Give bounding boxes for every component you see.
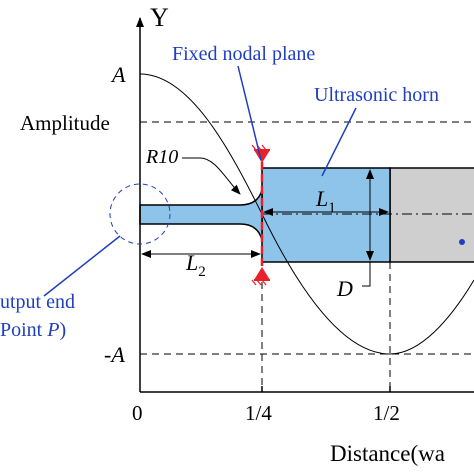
x-tick-0: 0	[132, 401, 143, 425]
y-tick-amplitude: Amplitude	[20, 111, 110, 135]
ultrasonic-horn-label: Ultrasonic horn	[314, 84, 439, 106]
horn-body	[261, 167, 391, 263]
output-rod	[139, 189, 263, 241]
y-tick-a: A	[110, 62, 126, 87]
l1-label: L1	[315, 186, 336, 216]
fixed-nodal-leader	[237, 65, 262, 161]
y-tick-neg-a: -A	[104, 342, 125, 367]
ultrasonic-horn-leader	[321, 107, 357, 177]
gray-section	[389, 167, 474, 263]
x-axis-label: Distance(wa	[330, 441, 445, 466]
x-tick-half: 1/2	[373, 401, 400, 425]
y-axis-label: Y	[150, 3, 169, 32]
output-end-circle	[109, 183, 171, 245]
r10-label: R10	[145, 146, 178, 168]
fixed-nodal-marker	[251, 144, 270, 286]
fixed-nodal-plane-label: Fixed nodal plane	[172, 43, 315, 65]
r10-leader	[182, 157, 241, 195]
point-p-dot	[459, 239, 465, 245]
d-label: D	[336, 276, 353, 301]
l2-label: L2	[185, 250, 206, 280]
x-tick-quarter: 1/4	[245, 401, 272, 425]
amplitude-curve	[139, 73, 474, 355]
output-end-label-line1: utput end	[0, 291, 75, 313]
d-leader	[362, 262, 371, 287]
output-end-leader	[43, 235, 121, 297]
output-end-label-line2: Point P)	[0, 319, 66, 341]
